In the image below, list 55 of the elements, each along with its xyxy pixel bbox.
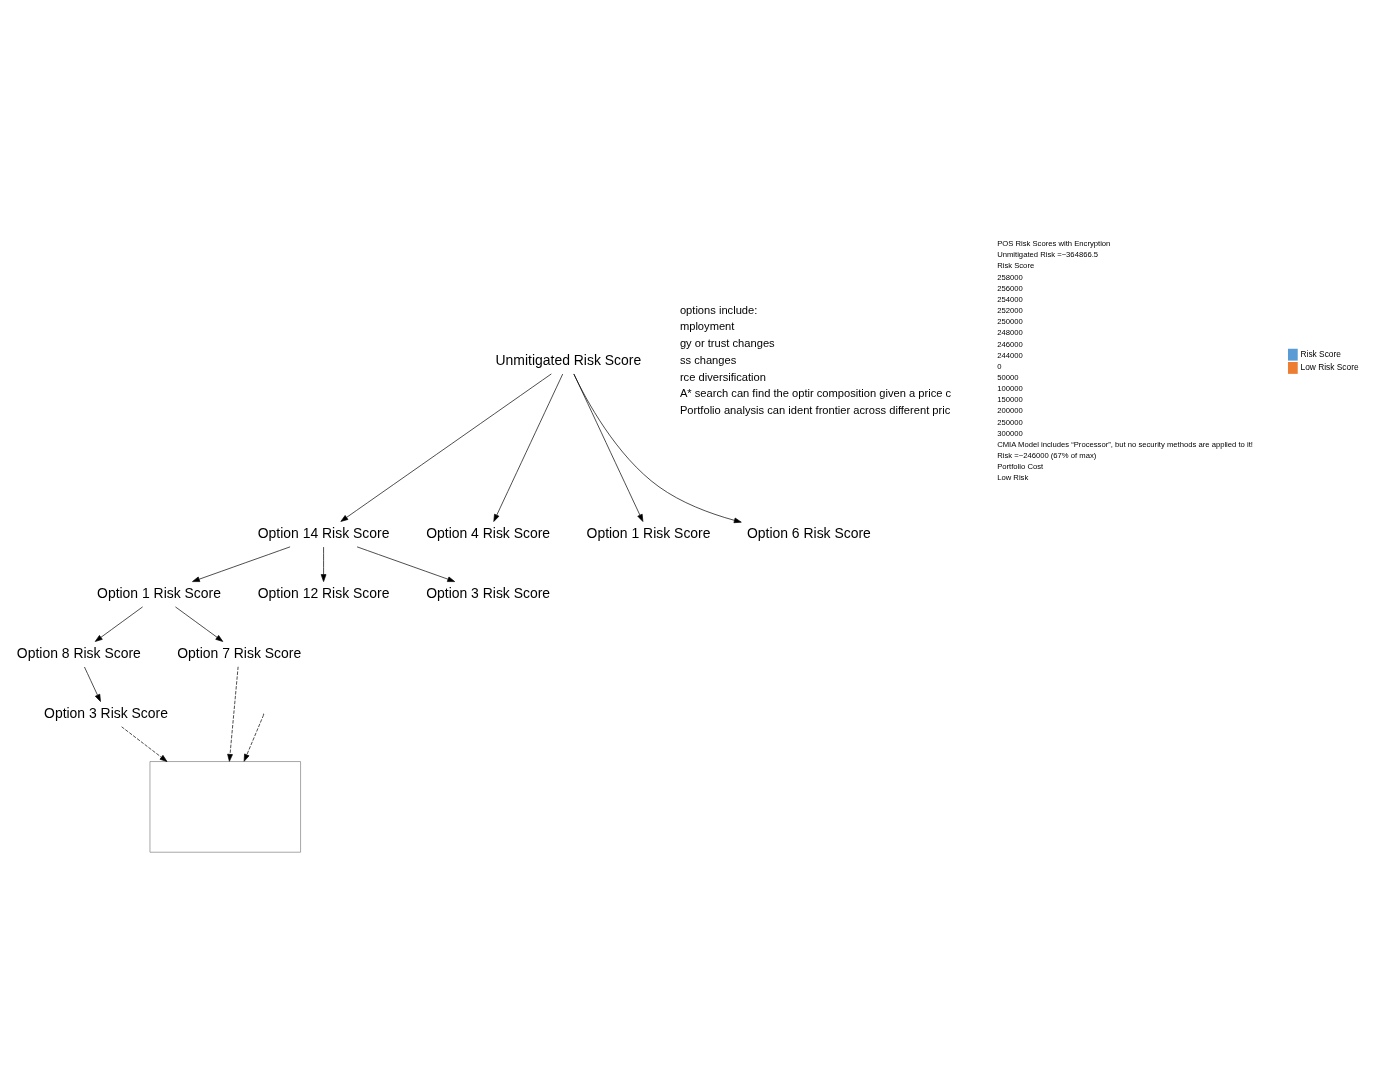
label: rce diversification [679, 370, 766, 383]
arrow [192, 546, 291, 582]
label: 246000 [997, 339, 1023, 349]
label: A* search can find the optir composition given a price c [679, 387, 952, 400]
label: options include: [679, 303, 758, 316]
node-text: Option 14 Risk Score [257, 524, 390, 541]
node-text: Option 3 Risk Score [426, 584, 551, 601]
node-text: Option 1 Risk Score [586, 524, 711, 541]
label: 0 [997, 361, 1002, 371]
label: CMIA Model includes “Processor”, but no security methods are applied to it! [997, 439, 1253, 449]
label: Unmitigated Risk =~364866.5 [997, 250, 1099, 260]
arrow [227, 666, 239, 762]
arrow [573, 373, 742, 524]
arrow [94, 606, 143, 642]
label: 256000 [997, 283, 1023, 293]
label: Risk Score [997, 261, 1035, 271]
arrow [320, 546, 327, 582]
node-text: Option 12 Risk Score [257, 584, 390, 601]
arrow [340, 373, 552, 522]
label: 250000 [997, 317, 1023, 327]
label: 200000 [997, 406, 1023, 416]
node-box [149, 761, 301, 853]
label: 250000 [997, 417, 1023, 427]
label: 244000 [997, 350, 1023, 360]
node-text: Option 4 Risk Score [426, 524, 551, 541]
legend-label: Low Risk Score [1300, 362, 1359, 373]
node-text: Option 8 Risk Score [16, 644, 141, 661]
legend-label: Risk Score [1300, 348, 1341, 359]
arrow [175, 606, 224, 642]
label: ss changes [679, 353, 737, 366]
node-text: Option 3 Risk Score [44, 704, 168, 721]
label: 248000 [997, 328, 1023, 338]
label: 50000 [997, 372, 1019, 382]
label: 258000 [997, 272, 1023, 282]
label: gy or trust changes [679, 337, 775, 350]
arrow [243, 714, 264, 762]
arrow [121, 726, 168, 762]
label: 254000 [997, 294, 1023, 304]
arrow [493, 373, 564, 522]
arrow [356, 546, 456, 582]
label: Low Risk [997, 473, 1029, 483]
label: POS Risk Scores with Encryption [997, 239, 1111, 249]
arrow [84, 666, 101, 702]
node-text: Option 1 Risk Score [97, 584, 221, 601]
label: 150000 [997, 395, 1023, 405]
label: Risk =~246000 (67% of max) [997, 451, 1097, 461]
label: 252000 [997, 306, 1023, 316]
label: Portfolio Cost [997, 462, 1044, 472]
label: 300000 [997, 428, 1023, 438]
node-text: Option 7 Risk Score [177, 644, 302, 661]
label: mployment [679, 320, 735, 333]
node-text: Unmitigated Risk Score [495, 351, 642, 368]
node-text: Option 6 Risk Score [746, 524, 871, 541]
label: Portfolio analysis can ident frontier across different pric [679, 404, 951, 417]
label: 100000 [997, 384, 1023, 394]
